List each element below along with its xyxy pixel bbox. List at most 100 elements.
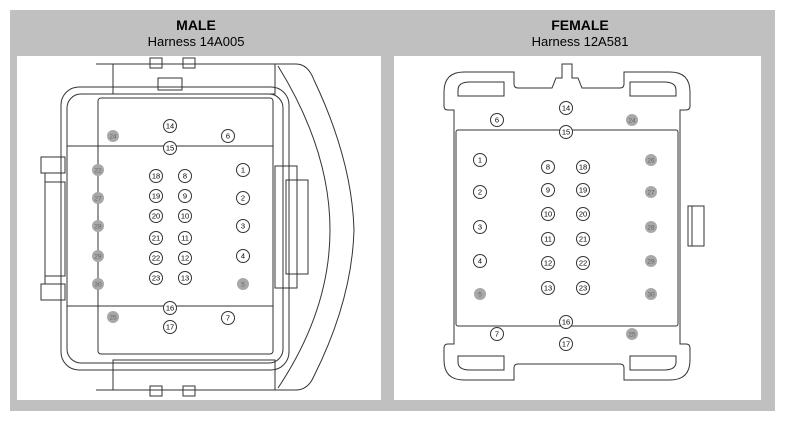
male-pin-3-circle: [236, 219, 250, 233]
male-pin-11-label: 11: [181, 234, 189, 243]
male-pin-14: 14: [163, 119, 177, 133]
female-pin-11-circle: [541, 232, 555, 246]
male-pin-28-label: 28: [94, 224, 102, 231]
female-pin-30-circle: [645, 288, 657, 300]
male-pin-1: 1: [236, 163, 250, 177]
female-pin-27: 27: [645, 186, 657, 198]
male-pin-22-circle: [92, 164, 104, 176]
female-pin-30-label: 30: [647, 292, 655, 299]
male-pin-23: 23: [149, 271, 163, 285]
male-pin-2-label: 2: [241, 194, 245, 203]
male-pin-15-circle: [163, 141, 177, 155]
male-pin-1-label: 1: [241, 166, 245, 175]
male-pin-13: 13: [178, 271, 192, 285]
female-pin-24-circle: [626, 114, 638, 126]
female-pin-3-label: 3: [478, 223, 482, 232]
female-pin-15-circle: [559, 125, 573, 139]
female-pin-9: 9: [541, 183, 555, 197]
female-pin-2: 2: [473, 185, 487, 199]
female-pin-18-label: 18: [579, 163, 587, 172]
male-pin-29-circle: [92, 250, 104, 262]
female-pin-6-label: 6: [495, 116, 499, 125]
female-pin-9-circle: [541, 183, 555, 197]
female-pin-21-label: 21: [579, 235, 587, 244]
male-pin-27-circle: [92, 192, 104, 204]
male-pin-24-label: 24: [109, 134, 117, 141]
male-pin-8-circle: [178, 169, 192, 183]
male-pin-8: 8: [178, 169, 192, 183]
female-pin-5-label: 5: [478, 292, 482, 299]
male-pin-29: 29: [92, 250, 104, 262]
male-pin-15: 15: [163, 141, 177, 155]
female-pin-17: 17: [559, 337, 573, 351]
female-pin-3-circle: [473, 220, 487, 234]
male-pin-22: 22: [149, 251, 163, 265]
male-pin-20-circle: [149, 209, 163, 223]
female-pin-6-circle: [490, 113, 504, 127]
male-pin-5: 5: [237, 278, 249, 290]
female-pin-19-label: 19: [579, 186, 587, 195]
male-pin-17-circle: [163, 320, 177, 334]
female-pin-29-circle: [645, 255, 657, 267]
male-pin-9-label: 9: [183, 192, 187, 201]
female-title: FEMALE: [551, 17, 609, 33]
female-pin-4: 4: [473, 254, 487, 268]
female-pin-11: 11: [541, 232, 555, 246]
female-pin-29-label: 29: [647, 259, 655, 266]
female-pin-26-label: 26: [647, 158, 655, 165]
female-pin-12: 12: [541, 256, 555, 270]
male-pin-16-circle: [163, 301, 177, 315]
male-pin-30-label: 30: [94, 282, 102, 289]
female-pin-10: 10: [541, 207, 555, 221]
male-pin-28: 28: [92, 220, 104, 232]
female-pin-20-label: 20: [579, 210, 587, 219]
female-pin-1: 1: [473, 153, 487, 167]
female-pin-6: 6: [490, 113, 504, 127]
male-pin-22-circle: [149, 251, 163, 265]
female-harness-label: Harness 12A581: [531, 34, 629, 49]
female-pin-10-circle: [541, 207, 555, 221]
female-pin-16-circle: [559, 315, 573, 329]
male-pin-13-circle: [178, 271, 192, 285]
male-pin-7-circle: [221, 311, 235, 325]
female-pin-8-label: 8: [546, 163, 550, 172]
female-pin-19-circle: [576, 183, 590, 197]
female-pin-7-label: 7: [495, 330, 499, 339]
female-pin-17-label: 17: [562, 340, 570, 349]
female-pin-11-label: 11: [544, 235, 552, 244]
female-pin-23-circle: [576, 281, 590, 295]
male-pin-10: 10: [178, 209, 192, 223]
male-pin-6-label: 6: [226, 132, 230, 141]
female-pin-26: 26: [645, 154, 657, 166]
female-pin-1-circle: [473, 153, 487, 167]
female-pin-13-label: 13: [544, 284, 552, 293]
female-pin-16-label: 16: [562, 318, 570, 327]
male-pin-16-label: 16: [166, 304, 174, 313]
male-pin-25-circle: [107, 311, 119, 323]
female-panel: [394, 56, 761, 400]
male-pin-6: 6: [221, 129, 235, 143]
male-harness-label: Harness 14A005: [147, 34, 245, 49]
female-pin-22-circle: [576, 256, 590, 270]
male-pin-18-label: 18: [152, 172, 160, 181]
female-pin-23: 23: [576, 281, 590, 295]
male-pin-19-label: 19: [152, 192, 160, 201]
female-pin-24: 24: [626, 114, 638, 126]
female-pin-4-label: 4: [478, 257, 482, 266]
female-pin-22-label: 22: [579, 259, 587, 268]
male-pin-16: 16: [163, 301, 177, 315]
male-pin-9: 9: [178, 189, 192, 203]
male-pin-11-circle: [178, 231, 192, 245]
male-pin-12: 12: [178, 251, 192, 265]
male-pin-12-circle: [178, 251, 192, 265]
female-pin-23-label: 23: [579, 284, 587, 293]
female-pin-28: 28: [645, 221, 657, 233]
female-pin-21-circle: [576, 232, 590, 246]
male-pin-17: 17: [163, 320, 177, 334]
male-pin-8-label: 8: [183, 172, 187, 181]
female-pin-14: 14: [559, 101, 573, 115]
female-pin-27-label: 27: [647, 190, 655, 197]
male-pin-4-circle: [236, 249, 250, 263]
female-pin-1-label: 1: [478, 156, 482, 165]
male-pin-4: 4: [236, 249, 250, 263]
